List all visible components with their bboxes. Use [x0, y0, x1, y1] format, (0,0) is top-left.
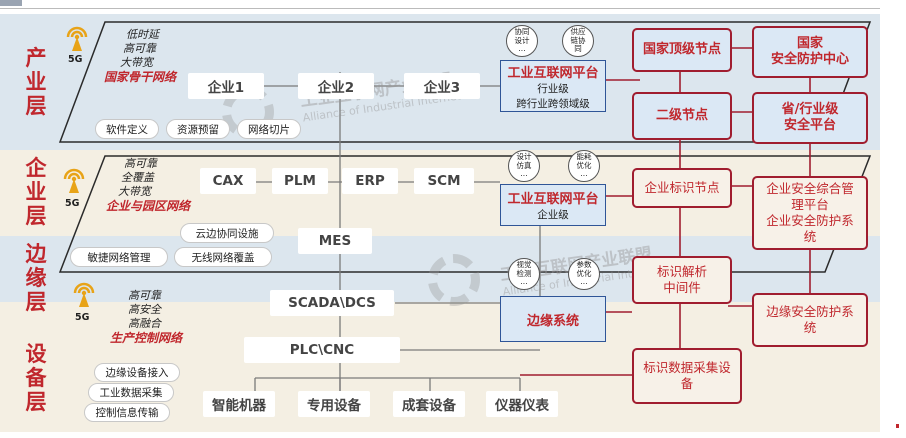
layer-title-device: 设备层 — [25, 342, 47, 414]
system-mes[interactable]: MES — [298, 228, 372, 254]
pill-wireless-coverage: 无线网络覆盖 — [174, 247, 272, 267]
antenna-icon — [63, 168, 85, 193]
layer-title-enterprise: 企业层 — [25, 156, 47, 228]
secondary-node[interactable]: 二级节点 — [632, 92, 732, 140]
identity-middleware[interactable]: 标识解析中间件 — [632, 256, 732, 304]
system-scm[interactable]: SCM — [414, 168, 474, 194]
equipment-special[interactable]: 专用设备 — [298, 391, 370, 417]
pill-software-defined: 软件定义 — [95, 119, 159, 139]
pill-cloud-edge: 云边协同设施 — [180, 223, 274, 243]
fiveg-label: 5G — [68, 54, 83, 65]
national-security-center[interactable]: 国家安全防护中心 — [752, 26, 868, 78]
fiveg-label: 5G — [75, 312, 90, 323]
national-top-node[interactable]: 国家顶级节点 — [632, 28, 732, 72]
edge-security-system[interactable]: 边缘安全防护系统 — [752, 293, 868, 347]
system-scada-dcs[interactable]: SCADA\DCS — [270, 290, 394, 316]
layer-title-industry: 产业层 — [25, 46, 47, 118]
industry-network-features: 低时延 高可靠 大带宽 国家骨干网络 — [104, 28, 177, 84]
bubble-param-opt: 参数优化... — [568, 258, 600, 290]
pill-edge-access: 边缘设备接入 — [94, 363, 180, 382]
equipment-smart-machine[interactable]: 智能机器 — [203, 391, 275, 417]
plane-enterprise — [58, 155, 872, 273]
antenna-icon — [73, 282, 95, 307]
system-plc-cnc[interactable]: PLC\CNC — [244, 337, 400, 363]
watermark-gear-2 — [428, 254, 480, 306]
edge-system[interactable]: 边缘系统 — [500, 296, 606, 342]
company-2[interactable]: 企业2 — [298, 73, 374, 99]
pill-agile-network: 敏捷网络管理 — [70, 247, 168, 267]
bubble-design-sim: 设计仿真... — [508, 150, 540, 182]
equipment-instrument[interactable]: 仪器仪表 — [486, 391, 558, 417]
bubble-visual-inspect: 视觉检测... — [508, 258, 540, 290]
company-1[interactable]: 企业1 — [188, 73, 264, 99]
enterprise-security-platform[interactable]: 企业安全综合管理平台 企业安全防护系统 — [752, 176, 868, 250]
layer-title-edge: 边缘层 — [25, 242, 47, 314]
device-network-features: 高可靠 高安全 高融合 生产控制网络 — [110, 289, 183, 345]
pill-network-slicing: 网络切片 — [237, 119, 301, 139]
platform-industry[interactable]: 工业互联网平台 行业级 跨行业跨领域级 — [500, 60, 606, 112]
enterprise-identity-node[interactable]: 企业标识节点 — [632, 168, 732, 208]
enterprise-network-features: 高可靠 全覆盖 大带宽 企业与园区网络 — [106, 157, 191, 213]
bubble-collab-design: 协同设计... — [506, 25, 538, 57]
fiveg-label: 5G — [65, 198, 80, 209]
antenna-icon — [66, 26, 88, 51]
bubble-supply-chain: 供应链协同 — [562, 25, 594, 57]
identity-data-collection[interactable]: 标识数据采集设备 — [632, 348, 742, 404]
corner-marker — [896, 424, 899, 428]
pill-control-transmission: 控制信息传输 — [84, 403, 170, 422]
pill-resource-reservation: 资源预留 — [166, 119, 230, 139]
system-plm[interactable]: PLM — [272, 168, 328, 194]
pill-data-collection: 工业数据采集 — [88, 383, 174, 402]
equipment-set[interactable]: 成套设备 — [393, 391, 465, 417]
platform-enterprise[interactable]: 工业互联网平台 企业级 — [500, 184, 606, 226]
system-cax[interactable]: CAX — [200, 168, 256, 194]
top-rule — [0, 8, 880, 9]
provincial-security-platform[interactable]: 省/行业级安全平台 — [752, 92, 868, 144]
company-3[interactable]: 企业3 — [404, 73, 480, 99]
system-erp[interactable]: ERP — [342, 168, 398, 194]
bubble-energy-opt: 能耗优化... — [568, 150, 600, 182]
header-fragment — [0, 0, 22, 6]
